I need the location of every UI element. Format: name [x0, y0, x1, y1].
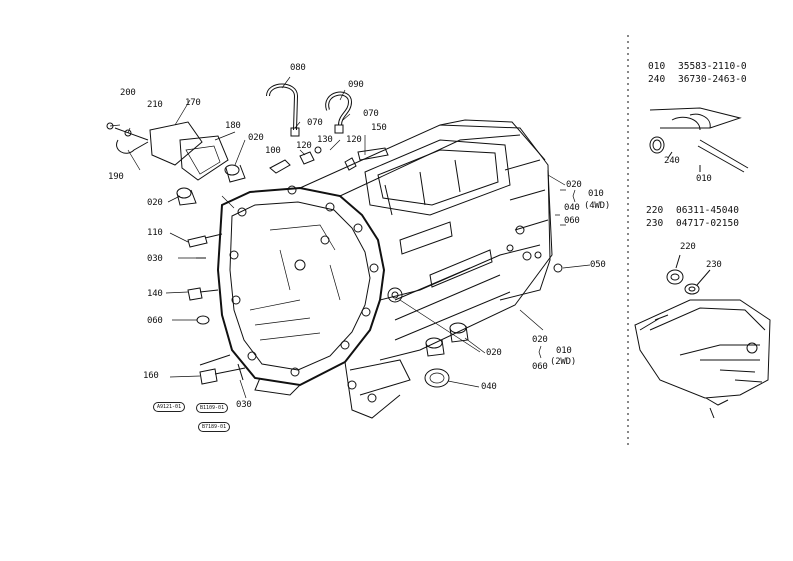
- callout-090: 090: [348, 80, 364, 90]
- pipe-080: [266, 83, 300, 137]
- callout-200: 200: [120, 88, 136, 98]
- callout-4wd-060: 060: [564, 216, 580, 226]
- callout-030-b: 030: [236, 400, 252, 410]
- serial-stamp-2: B1109-01: [196, 403, 229, 413]
- detail-seal-240: [649, 107, 749, 173]
- cover-plate-170: [149, 121, 229, 181]
- callout-170: 170: [185, 98, 201, 108]
- callout-030-a: 030: [147, 254, 163, 264]
- callout-220: 220: [680, 242, 696, 252]
- serial-stamp-3: B7189-01: [198, 422, 231, 432]
- callout-120-a: 120: [346, 135, 362, 145]
- detail-housing-220: [634, 254, 771, 419]
- bracket-2wd: [538, 345, 542, 359]
- callout-010: 010: [696, 174, 712, 184]
- label-2wd: (2WD): [550, 357, 577, 367]
- callout-140: 140: [147, 289, 163, 299]
- callout-190: 190: [108, 172, 124, 182]
- callout-020-a: 020: [248, 133, 264, 143]
- bracket-4wd: [572, 189, 576, 203]
- callout-020-c: 020: [486, 348, 502, 358]
- plug-040: [424, 368, 450, 388]
- callout-2wd-010: 010: [556, 346, 572, 356]
- fittings-group: [269, 146, 389, 174]
- bolt-assembly-200: [106, 122, 149, 154]
- callout-040: 040: [481, 382, 497, 392]
- callout-050: 050: [590, 260, 606, 270]
- callout-120-b: 120: [296, 141, 312, 151]
- bushes-020: [176, 164, 469, 357]
- callout-4wd-040: 040: [564, 203, 580, 213]
- serial-stamp-1: A9121-01: [153, 402, 186, 412]
- callout-180: 180: [225, 121, 241, 131]
- callout-4wd-010: 010: [588, 189, 604, 199]
- pipe-090: [325, 91, 353, 134]
- callout-130: 130: [317, 135, 333, 145]
- callout-210: 210: [147, 100, 163, 110]
- bolts-left: [187, 233, 563, 385]
- callout-080: 080: [290, 63, 306, 73]
- callout-060: 060: [147, 316, 163, 326]
- transmission-case: [199, 119, 553, 419]
- leader-lines: [109, 76, 591, 399]
- callout-160: 160: [143, 371, 159, 381]
- callout-070-b: 070: [363, 109, 379, 119]
- callout-100: 100: [265, 146, 281, 156]
- callout-2wd-020: 020: [532, 335, 548, 345]
- label-4wd: (4WD): [584, 201, 611, 211]
- callout-4wd-020: 020: [566, 180, 582, 190]
- callout-2wd-060: 060: [532, 362, 548, 372]
- callout-020-b: 020: [147, 198, 163, 208]
- callout-230: 230: [706, 260, 722, 270]
- callout-110: 110: [147, 228, 163, 238]
- callout-070-a: 070: [307, 118, 323, 128]
- callout-150: 150: [371, 123, 387, 133]
- callout-240: 240: [664, 156, 680, 166]
